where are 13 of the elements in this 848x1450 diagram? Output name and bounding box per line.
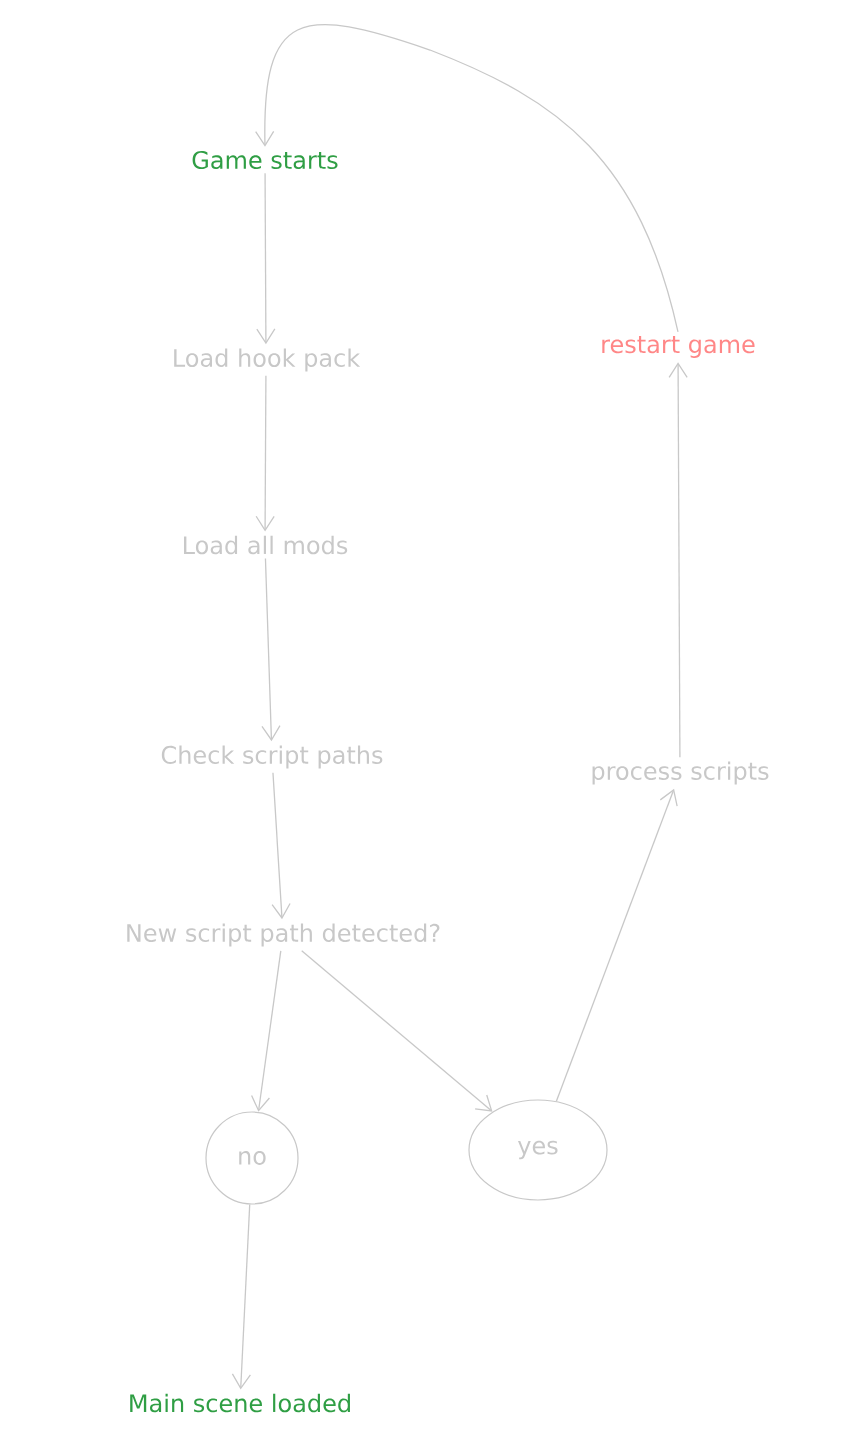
arrow [255,375,275,532]
arrow [271,772,291,920]
arrow [250,950,282,1112]
end-label: Main scene loaded [130,1393,350,1413]
arrow [256,172,276,345]
start-label: Game starts [192,150,338,170]
restart-label: restart game [602,336,755,358]
arrow [255,24,679,333]
arrow [261,557,281,742]
arrow [231,1203,252,1390]
arrow [668,362,688,758]
arrow [555,788,678,1102]
arrow [301,950,493,1112]
